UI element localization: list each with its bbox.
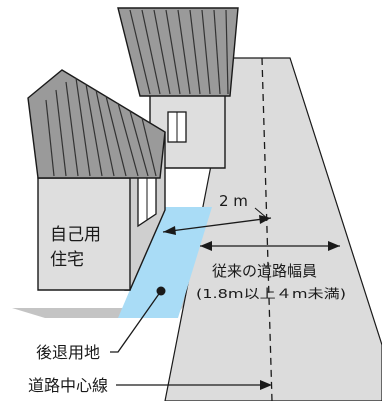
house-label-line2: 住宅	[50, 250, 84, 270]
centerline-leader: 道路中心線	[28, 376, 272, 395]
dimension-road-width: 従来の道路幅員 (1.8m以上４m未満)	[196, 241, 346, 301]
centerline-label: 道路中心線	[28, 376, 108, 395]
dimension-2m: 2 m	[162, 192, 272, 235]
road-centerline	[261, 57, 273, 402]
back-house	[117, 7, 239, 169]
setback-label: 後退用地	[36, 343, 100, 362]
own-house: 自己用 住宅	[27, 69, 166, 291]
house-label-line1: 自己用	[50, 225, 101, 245]
road-width-range: (1.8m以上４m未満)	[196, 286, 346, 301]
dim-2m-label: 2 m	[219, 192, 248, 210]
setback-area	[118, 207, 212, 318]
setback-leader: 後退用地	[36, 286, 166, 362]
road-width-label: 従来の道路幅員	[212, 262, 317, 280]
